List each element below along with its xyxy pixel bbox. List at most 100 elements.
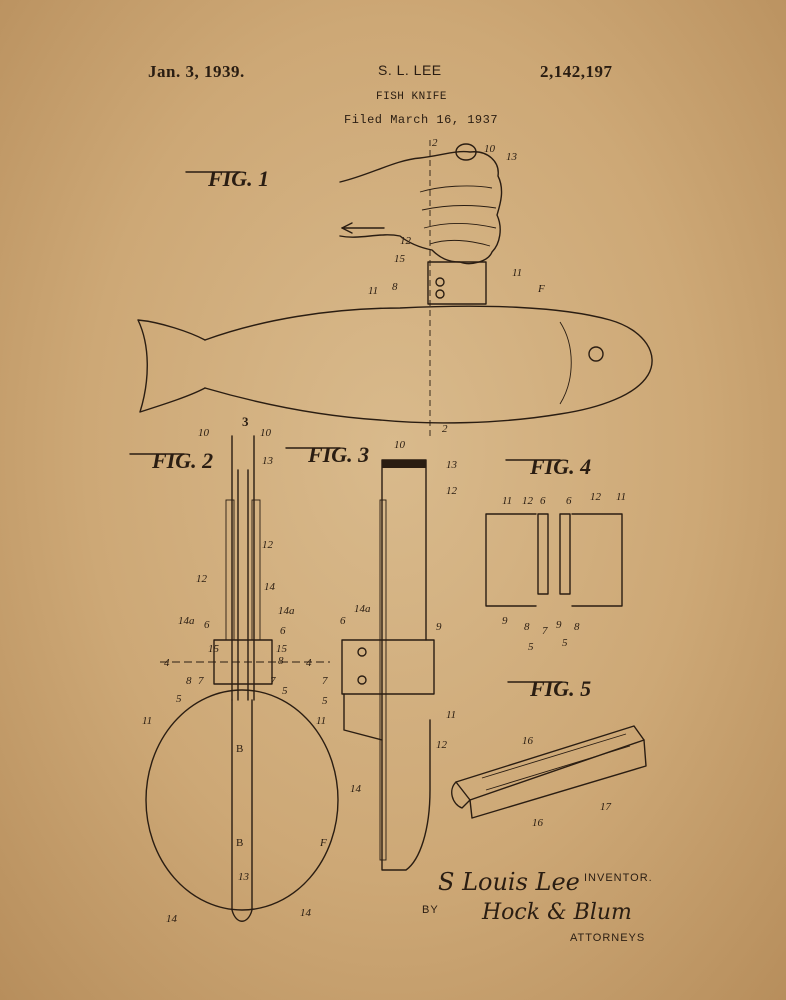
- fig2-label-12-left: 12: [196, 573, 208, 585]
- fig2-label-6-left: 6: [204, 619, 210, 631]
- fig2-label-13: 13: [262, 455, 274, 467]
- inventor-signature: S Louis Lee: [438, 868, 580, 896]
- fig1-label-13: 13: [506, 151, 518, 163]
- fig1-label-15: 15: [394, 253, 406, 265]
- fig2-serration-right: [251, 499, 261, 641]
- fig2-label-14-right: 14: [300, 907, 312, 919]
- fig2-label-10-left: 10: [198, 427, 210, 439]
- fig3-label-12-bottom: 12: [436, 739, 448, 751]
- fig2-label-8-right: 8: [278, 655, 284, 667]
- figure-4-caption: FIG. 4: [529, 454, 591, 479]
- fig4-label-11-left: 11: [502, 495, 512, 507]
- fig5-clip-edges: [481, 733, 631, 791]
- fig3-serration: [379, 499, 387, 861]
- thumb-tip: [455, 143, 477, 161]
- figure-3-caption: FIG. 3: [307, 442, 369, 467]
- fig2-label-13-bottom: 13: [238, 871, 250, 883]
- knife-clamp: [427, 261, 487, 305]
- fig4-label-7: 7: [542, 625, 548, 637]
- fig2-label-4-left: 4: [164, 657, 170, 669]
- fig3-blade-cap: [382, 460, 426, 468]
- fig4-blade-right: [559, 513, 571, 595]
- fig3-label-14: 14: [350, 783, 362, 795]
- figure-1-caption: FIG. 1: [207, 166, 269, 191]
- fig2-label-12-right: 12: [262, 539, 274, 551]
- fig3-label-12-top: 12: [446, 485, 458, 497]
- fig4-label-6-left: 6: [540, 495, 546, 507]
- fig4-label-5-right: 5: [562, 637, 568, 649]
- fig5-label-16-top: 16: [522, 735, 534, 747]
- patent-date: Jan. 3, 1939.: [148, 62, 245, 81]
- fig2-blade-inner: [237, 469, 249, 701]
- figure-1: FIG. 1 2 10 13 12 15 11 8: [137, 137, 653, 438]
- fig4-label-9-right: 9: [556, 619, 562, 631]
- fig1-label-2-bottom: 2: [442, 423, 448, 435]
- fig4-blade-left: [537, 513, 549, 595]
- filed-date: Filed March 16, 1937: [344, 113, 499, 127]
- fig3-label-5: 5: [322, 695, 328, 707]
- fig2-label-B-upper: B: [236, 743, 243, 755]
- fig5-label-17: 17: [600, 801, 612, 813]
- fig2-label-14: 14: [264, 581, 276, 593]
- fig4-label-9-left: 9: [502, 615, 508, 627]
- fig1-label-8: 8: [392, 281, 398, 293]
- clamp-screw-upper: [435, 277, 445, 287]
- patent-number: 2,142,197: [540, 62, 613, 81]
- figure-3: FIG. 3 10 13 12 14a 6 9 7 5 11 12 14: [285, 439, 458, 871]
- fig2-blade-outer: [231, 435, 255, 701]
- inventor-name: S. L. LEE: [378, 62, 442, 78]
- fig3-label-13: 13: [446, 459, 458, 471]
- clamp-screw-lower: [435, 289, 445, 299]
- fig3-label-7: 7: [322, 675, 328, 687]
- fig1-label-F: F: [537, 283, 545, 295]
- fig5-clip-fold: [451, 781, 471, 809]
- fig2-label-7-right: 7: [270, 675, 276, 687]
- fig4-label-8-right: 8: [574, 621, 580, 633]
- figure-2-caption: FIG. 2: [151, 448, 213, 473]
- by-label: BY: [422, 904, 439, 916]
- fig2-label-3: 3: [242, 414, 249, 429]
- fig2-label-11-left: 11: [142, 715, 152, 727]
- fig5-clip-side: [469, 739, 647, 819]
- fig1-label-12: 12: [400, 235, 412, 247]
- fig2-label-5-left: 5: [176, 693, 182, 705]
- fig3-label-11: 11: [446, 709, 456, 721]
- figure-5: FIG. 5 16 16 17: [451, 676, 647, 829]
- fig4-label-12-right: 12: [590, 491, 602, 503]
- fig2-label-15-left: 15: [208, 643, 220, 655]
- figure-5-caption: FIG. 5: [529, 676, 591, 701]
- fig2-label-11-right: 11: [316, 715, 326, 727]
- fig1-label-10: 10: [484, 143, 496, 155]
- fish-gill: [559, 321, 572, 405]
- figure-2: FIG. 2 10 3 10 13 12 12 14 14a 6 14a 6 1…: [129, 414, 339, 925]
- fig3-screw-upper: [357, 647, 367, 657]
- fig1-label-11-right: 11: [512, 267, 522, 279]
- fig1-label-2-top: 2: [432, 137, 438, 149]
- fig2-label-14a-right: 14a: [278, 605, 295, 617]
- fig4-label-11-right: 11: [616, 491, 626, 503]
- fig2-serration-left: [225, 499, 235, 641]
- fig2-label-15-right: 15: [276, 643, 288, 655]
- fig2-label-14-left: 14: [166, 913, 178, 925]
- fig3-guard: [343, 693, 383, 741]
- patent-title: FISH KNIFE: [376, 91, 448, 103]
- fig1-label-11-left: 11: [368, 285, 378, 297]
- fig3-label-10: 10: [394, 439, 406, 451]
- fig3-clamp: [341, 639, 435, 695]
- fig2-label-4-right: 4: [306, 657, 312, 669]
- fig2-label-14a-left: 14a: [178, 615, 195, 627]
- fig2-label-5-right: 5: [282, 685, 288, 697]
- hand-outline: [339, 150, 503, 265]
- fig4-label-5-left: 5: [528, 641, 534, 653]
- hand-fingers: [419, 185, 497, 247]
- attorney-signature: Hock & Blum: [482, 900, 632, 925]
- fig4-label-12-left: 12: [522, 495, 534, 507]
- figure-4: FIG. 4 11 12 6 6 12 11 9 8 7 9 8 5 5: [485, 454, 626, 653]
- fig4-left-half: [485, 513, 537, 607]
- direction-arrowhead: [341, 222, 353, 234]
- fig2-label-6-right: 6: [280, 625, 286, 637]
- fig2-label-10-right: 10: [260, 427, 272, 439]
- fig4-right-half: [571, 513, 623, 607]
